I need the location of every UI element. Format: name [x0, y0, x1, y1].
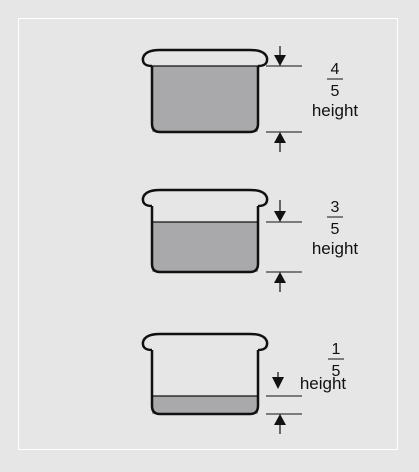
arrow-down-icon [274, 211, 286, 222]
height-label: height [300, 374, 347, 393]
denominator: 5 [331, 83, 340, 100]
pot-rim [141, 188, 269, 208]
liquid-fill [152, 222, 258, 272]
height-label: height [312, 239, 359, 258]
arrow-up-icon [274, 272, 286, 283]
pot-body [150, 350, 260, 416]
pot-1-5 [141, 332, 269, 416]
numerator: 1 [332, 341, 341, 358]
liquid-fill [152, 66, 258, 132]
pot-rim [141, 332, 269, 352]
numerator: 4 [331, 61, 340, 78]
height-label: height [312, 101, 359, 120]
numerator: 3 [331, 199, 340, 216]
arrow-down-icon [272, 377, 284, 389]
pot-3-5 [141, 188, 269, 274]
liquid-fill [152, 396, 258, 414]
pot-rim [141, 48, 269, 68]
arrow-up-icon [274, 132, 286, 143]
pot-body [150, 66, 260, 134]
arrow-down-icon [274, 55, 286, 66]
measure-3-5: 3 5 height [266, 199, 358, 292]
pot-4-5 [141, 48, 269, 134]
measure-4-5: 4 5 height [266, 46, 358, 152]
measure-1-5: 1 5 height [266, 341, 346, 434]
denominator: 5 [331, 221, 340, 238]
denominator: 5 [332, 363, 341, 380]
pot-body [150, 206, 260, 274]
arrow-up-icon [274, 414, 286, 425]
